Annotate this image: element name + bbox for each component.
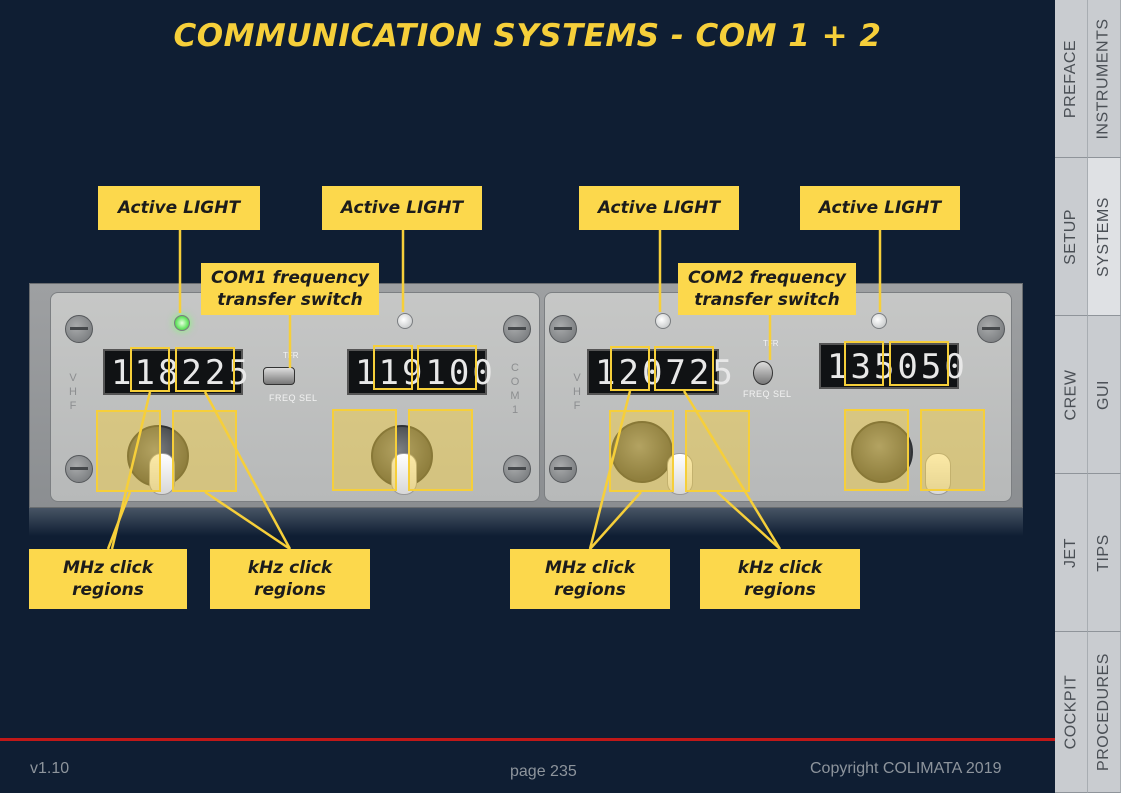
copyright: Copyright COLIMATA 2019 — [810, 760, 1002, 777]
com1-active-khz-click-region[interactable] — [172, 410, 237, 492]
version-label: v1.10 — [30, 760, 70, 777]
com1-unit-label: C O M 1 — [510, 362, 520, 416]
com1-active-mhz-click-region[interactable] — [96, 410, 161, 492]
com2-active-mhz-click-region[interactable] — [609, 410, 674, 492]
nav-instruments[interactable]: INSTRUMENTS — [1088, 0, 1121, 158]
com1-active-mhz-digits-box — [130, 347, 170, 392]
callout-com1-transfer-switch: COM1 frequency transfer switch — [201, 263, 379, 315]
com1-tfr-label: TFR — [283, 351, 299, 360]
com1-standby-mhz-digits-box — [373, 345, 413, 390]
screw-icon — [65, 455, 93, 483]
nav-gui[interactable]: GUI — [1088, 316, 1121, 474]
com2-active-light-left — [655, 313, 671, 329]
com2-standby-mhz-digits-box — [844, 341, 884, 386]
com2-active-khz-click-region[interactable] — [685, 410, 750, 492]
callout-khz-regions-com1: kHz click regions — [210, 549, 370, 609]
page-title: COMMUNICATION SYSTEMS - COM 1 + 2 — [173, 18, 882, 54]
callout-active-light-1: Active LIGHT — [98, 186, 260, 230]
com1-active-knob-inner[interactable] — [149, 453, 175, 495]
vhf-label: V H F — [69, 372, 77, 412]
com2-active-khz-digits-box — [654, 346, 714, 391]
callout-active-light-3: Active LIGHT — [579, 186, 739, 230]
com2-standby-mhz-click-region[interactable] — [844, 409, 909, 491]
com2-standby-khz-digits-box — [889, 341, 949, 386]
com2-active-freq-display: 120725 — [587, 349, 733, 395]
screw-icon — [549, 315, 577, 343]
com1-active-khz-digits-box — [175, 347, 235, 392]
com2-standby-khz-click-region[interactable] — [920, 409, 985, 491]
com2-freq-sel-label: FREQ SEL — [743, 389, 792, 399]
screw-icon — [503, 455, 531, 483]
footer-divider — [0, 738, 1055, 741]
com2-standby-knob-inner[interactable] — [925, 453, 951, 495]
callout-khz-regions-com2: kHz click regions — [700, 549, 860, 609]
nav-cockpit[interactable]: COCKPIT — [1055, 632, 1088, 793]
com1-freq-sel-label: FREQ SEL — [269, 393, 318, 403]
com2-standby-knob[interactable] — [851, 421, 913, 483]
com1-active-light-left — [174, 315, 190, 331]
com2-tfr-label: TFR — [763, 339, 779, 348]
com2-active-mhz-digits-box — [610, 346, 650, 391]
panel-reflection — [29, 508, 1023, 536]
callout-active-light-4: Active LIGHT — [800, 186, 960, 230]
nav-tips[interactable]: TIPS — [1088, 474, 1121, 632]
nav-procedures[interactable]: PROCEDURES — [1088, 632, 1121, 793]
nav-setup[interactable]: SETUP — [1055, 158, 1088, 316]
com1-standby-khz-click-region[interactable] — [408, 409, 473, 491]
screw-icon — [549, 455, 577, 483]
callout-mhz-regions-com1: MHz click regions — [29, 549, 187, 609]
com1-active-freq-display: 118225 — [103, 349, 249, 395]
nav-crew[interactable]: CREW — [1055, 316, 1088, 474]
side-nav: PREFACE SETUP CREW JET COCKPIT INSTRUMEN… — [1055, 0, 1121, 793]
com1-standby-mhz-click-region[interactable] — [332, 409, 397, 491]
callout-com2-transfer-switch: COM2 frequency transfer switch — [678, 263, 856, 315]
screw-icon — [503, 315, 531, 343]
nav-jet[interactable]: JET — [1055, 474, 1088, 632]
com1-transfer-switch[interactable] — [263, 367, 295, 385]
vhf-label: V H F — [573, 372, 581, 412]
page-number: page 235 — [510, 763, 577, 780]
com2-active-light-right — [871, 313, 887, 329]
com1-standby-khz-digits-box — [417, 345, 477, 390]
nav-systems[interactable]: SYSTEMS — [1088, 158, 1121, 316]
callout-active-light-2: Active LIGHT — [322, 186, 482, 230]
com1-active-light-right — [397, 313, 413, 329]
nav-preface[interactable]: PREFACE — [1055, 0, 1088, 158]
screw-icon — [977, 315, 1005, 343]
com2-transfer-switch[interactable] — [753, 361, 773, 385]
callout-mhz-regions-com2: MHz click regions — [510, 549, 670, 609]
screw-icon — [65, 315, 93, 343]
